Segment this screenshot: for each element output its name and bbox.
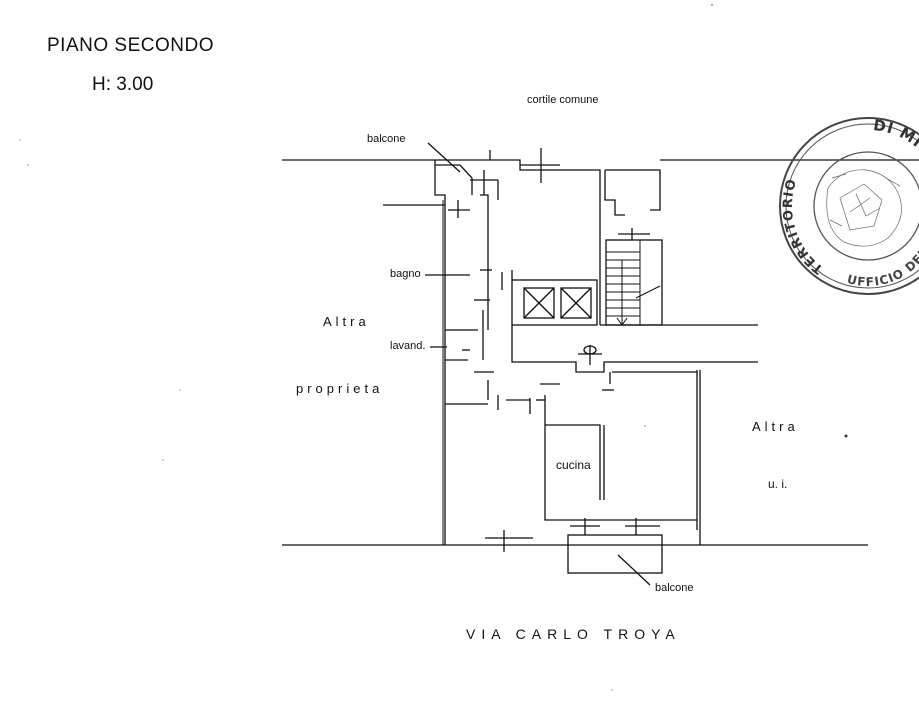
- balcony-top-label: balcone: [367, 133, 406, 145]
- other-property-label-2: proprieta: [296, 381, 384, 396]
- street-name: VIA CARLO TROYA: [466, 626, 681, 642]
- laundry-label: lavand.: [390, 340, 426, 352]
- stamp-top-text: DI MILANO: [872, 116, 919, 192]
- floor-title: PIANO SECONDO: [47, 35, 214, 56]
- ceiling-height: H: 3.00: [92, 74, 154, 95]
- balcony-bottom-label: balcone: [655, 582, 694, 594]
- other-unit-label-1: Altra: [752, 419, 799, 434]
- kitchen-label: cucina: [556, 458, 591, 472]
- courtyard-label: cortile comune: [527, 94, 599, 106]
- outer-wall-left: [434, 160, 446, 545]
- svg-text:DI MILANO: DI MILANO: [872, 116, 919, 192]
- outer-wall-top: [435, 159, 601, 215]
- bathroom-label: bagno: [390, 268, 421, 280]
- svg-text:UFFICIO DEL: UFFICIO DEL: [846, 245, 919, 289]
- stamp-bottom-text: UFFICIO DEL: [846, 245, 919, 289]
- other-unit-label-2: u. i.: [768, 477, 788, 491]
- other-property-label-1: Altra: [323, 314, 370, 329]
- cadastral-stamp: DI MILANO TERRITORIO UFFICIO DEL: [770, 116, 919, 295]
